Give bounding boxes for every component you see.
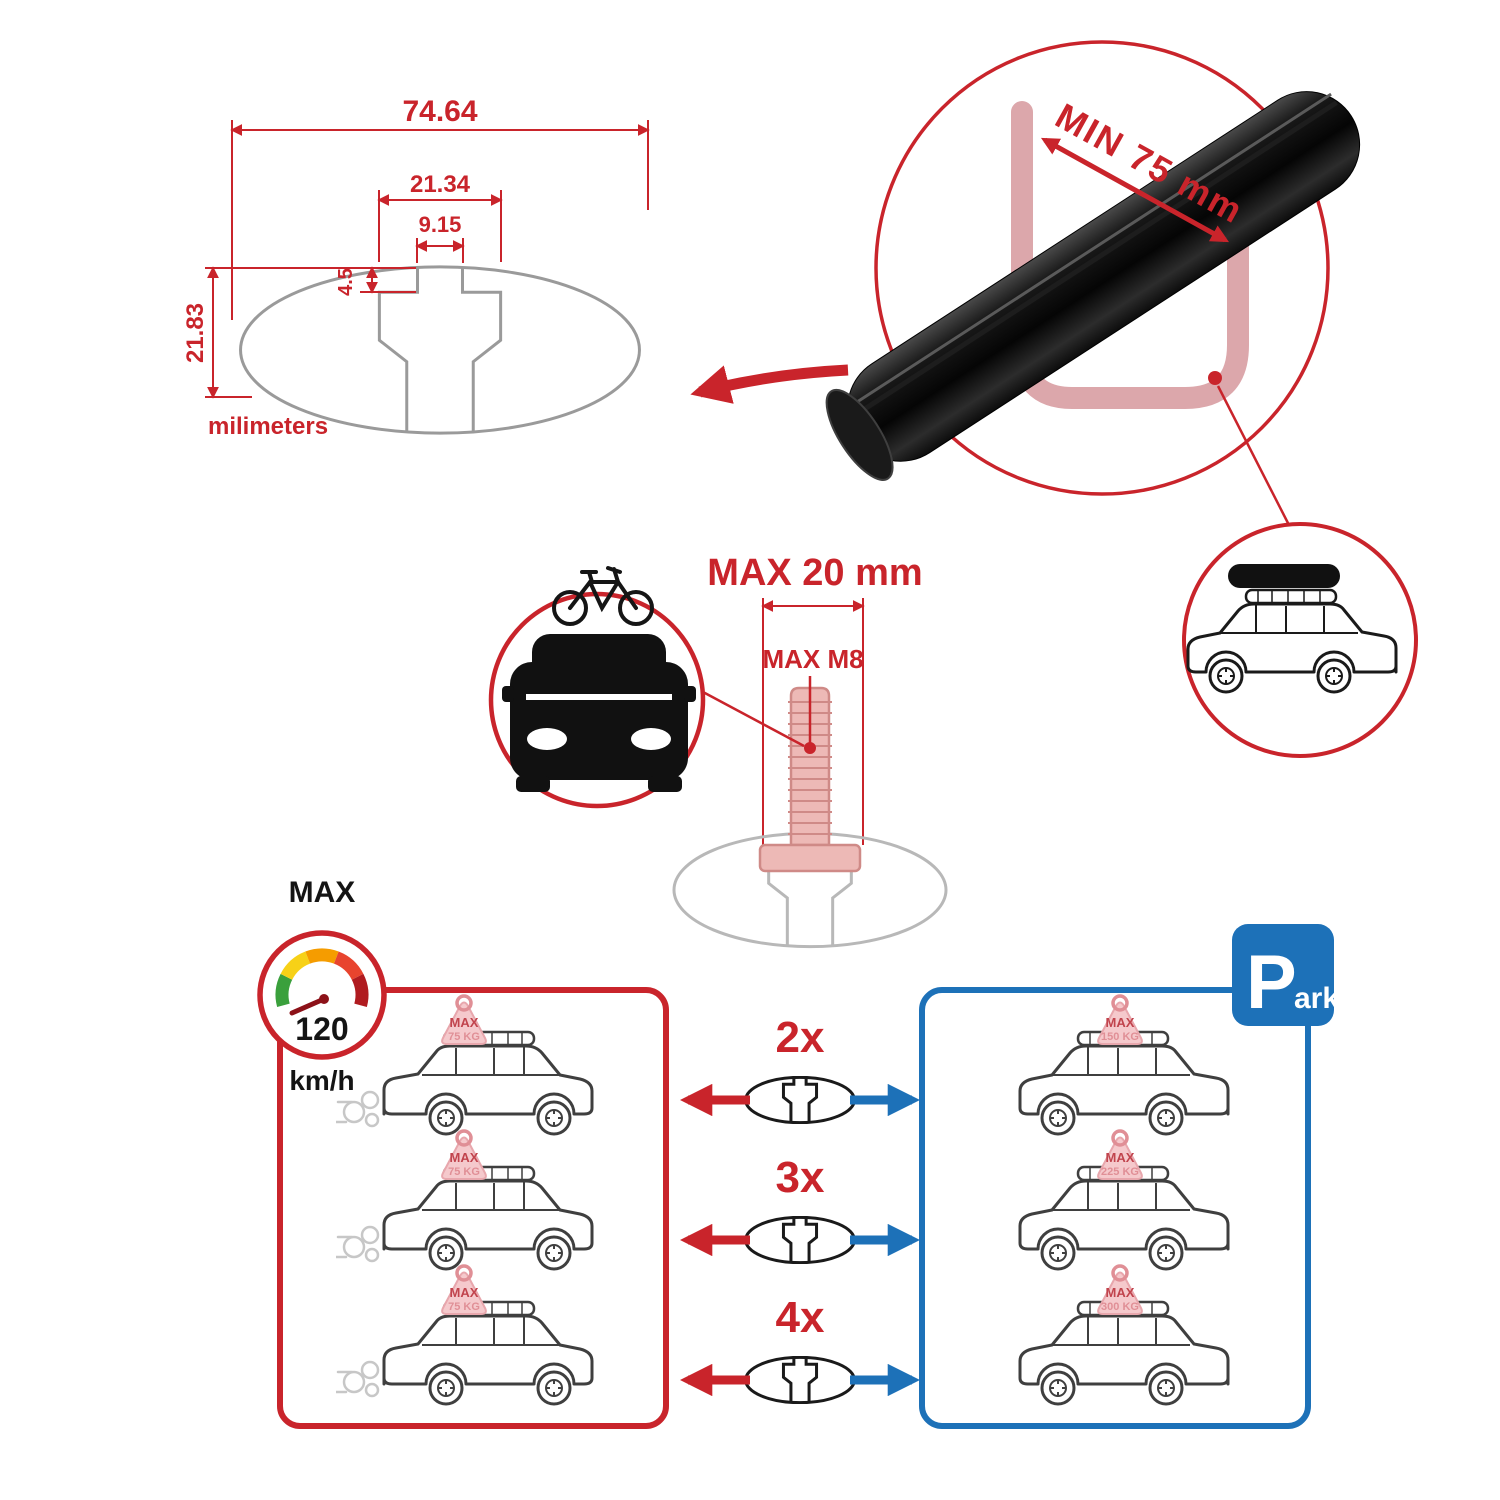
max-thread-label: MAX M8 (762, 644, 863, 674)
profile-dimension-diagram: 74.64 21.34 9.15 4.5 21.83 milimeters (182, 95, 650, 440)
svg-text:300 KG: 300 KG (1101, 1301, 1139, 1313)
max-width-label: MAX 20 mm (707, 552, 922, 594)
connector-line-to-suv-circle (1216, 385, 1293, 530)
svg-text:75 KG: 75 KG (448, 1166, 480, 1178)
crossbar-3d (825, 91, 1361, 481)
bar-profile-icon-2 (745, 1216, 855, 1264)
parked-cars (1018, 1030, 1230, 1406)
dim-channel-width-label: 21.34 (410, 171, 471, 198)
bar-count-column: 2x 3x 4x (679, 1013, 921, 1404)
bolt-dim-extension-lines (762, 598, 864, 845)
park-sign-square (1232, 924, 1334, 1026)
capacity-chart: MAX 120 km/h P ark (257, 876, 1339, 1429)
load-tag: MAX 150 KG (1097, 994, 1143, 1045)
units-label: milimeters (208, 413, 328, 440)
park-suffix: ark (1294, 982, 1339, 1015)
suv-roofbox-detail (1182, 522, 1418, 758)
speed-unit: km/h (289, 1065, 354, 1096)
park-sign: P ark (1232, 924, 1339, 1026)
car-circle-leader-line (702, 690, 805, 748)
headlight-right (631, 728, 671, 750)
svg-text:75 KG: 75 KG (448, 1301, 480, 1313)
car-front-icon (502, 634, 696, 792)
speed-max-label: MAX (289, 876, 356, 909)
parked-load-tags: MAX 150 KG MAX 225 KG MAX 300 KG (1097, 994, 1143, 1315)
load-tag: MAX 225 KG (1097, 1129, 1143, 1180)
clamp-anchor-dot (1208, 371, 1222, 385)
crossbar-render-detail: MIN 75 mm (825, 40, 1361, 530)
speed-limit-badge: MAX 120 km/h (257, 876, 387, 1096)
load-tag: MAX 75 KG (441, 994, 487, 1045)
thread-anchor-dot (804, 742, 816, 754)
bar-count-1: 2x (776, 1013, 825, 1062)
pointer-arrow-to-diagram (690, 364, 849, 404)
crossbar-profile-sketch (239, 265, 641, 435)
tbolt-detail: MAX 20 mm MAX M8 (672, 552, 948, 948)
park-letter: P (1246, 940, 1297, 1025)
load-tag: MAX 300 KG (1097, 1264, 1143, 1315)
bike-icon (552, 566, 654, 626)
dim-total-width-label: 74.64 (402, 95, 477, 128)
dim-extension-lines-slot-width (416, 238, 464, 263)
car-mirror-right (684, 686, 696, 702)
svg-text:MAX: MAX (1106, 1015, 1135, 1030)
car-bike-detail (488, 566, 706, 809)
svg-text:MAX: MAX (450, 1015, 479, 1030)
roof-box-icon (1228, 564, 1340, 588)
svg-text:MAX: MAX (450, 1285, 479, 1300)
svg-text:75 KG: 75 KG (448, 1031, 480, 1043)
bar-profile-icon-3 (745, 1356, 855, 1404)
load-tag: MAX 75 KG (441, 1129, 487, 1180)
svg-text:MAX: MAX (1106, 1150, 1135, 1165)
dim-slot-width-label: 9.15 (419, 212, 462, 237)
load-tag: MAX 75 KG (441, 1264, 487, 1315)
car-mirror-left (502, 686, 514, 702)
dim-total-height-label: 21.83 (182, 303, 209, 363)
tbolt-icon (758, 686, 862, 873)
driving-load-tags: MAX 75 KG MAX 75 KG MAX 75 KG (441, 994, 487, 1315)
speedometer-needle (289, 996, 327, 1016)
bar-profile-icon-1 (745, 1076, 855, 1124)
speed-value: 120 (295, 1011, 348, 1047)
svg-text:MAX: MAX (450, 1150, 479, 1165)
svg-text:MAX: MAX (1106, 1285, 1135, 1300)
svg-text:150 KG: 150 KG (1101, 1031, 1139, 1043)
headlight-left (527, 728, 567, 750)
bar-count-2: 3x (776, 1153, 825, 1202)
bar-count-3: 4x (776, 1293, 825, 1342)
svg-text:225 KG: 225 KG (1101, 1166, 1139, 1178)
crossbar-end-cap (825, 388, 894, 481)
dim-lip-depth-label: 4.5 (335, 268, 357, 296)
